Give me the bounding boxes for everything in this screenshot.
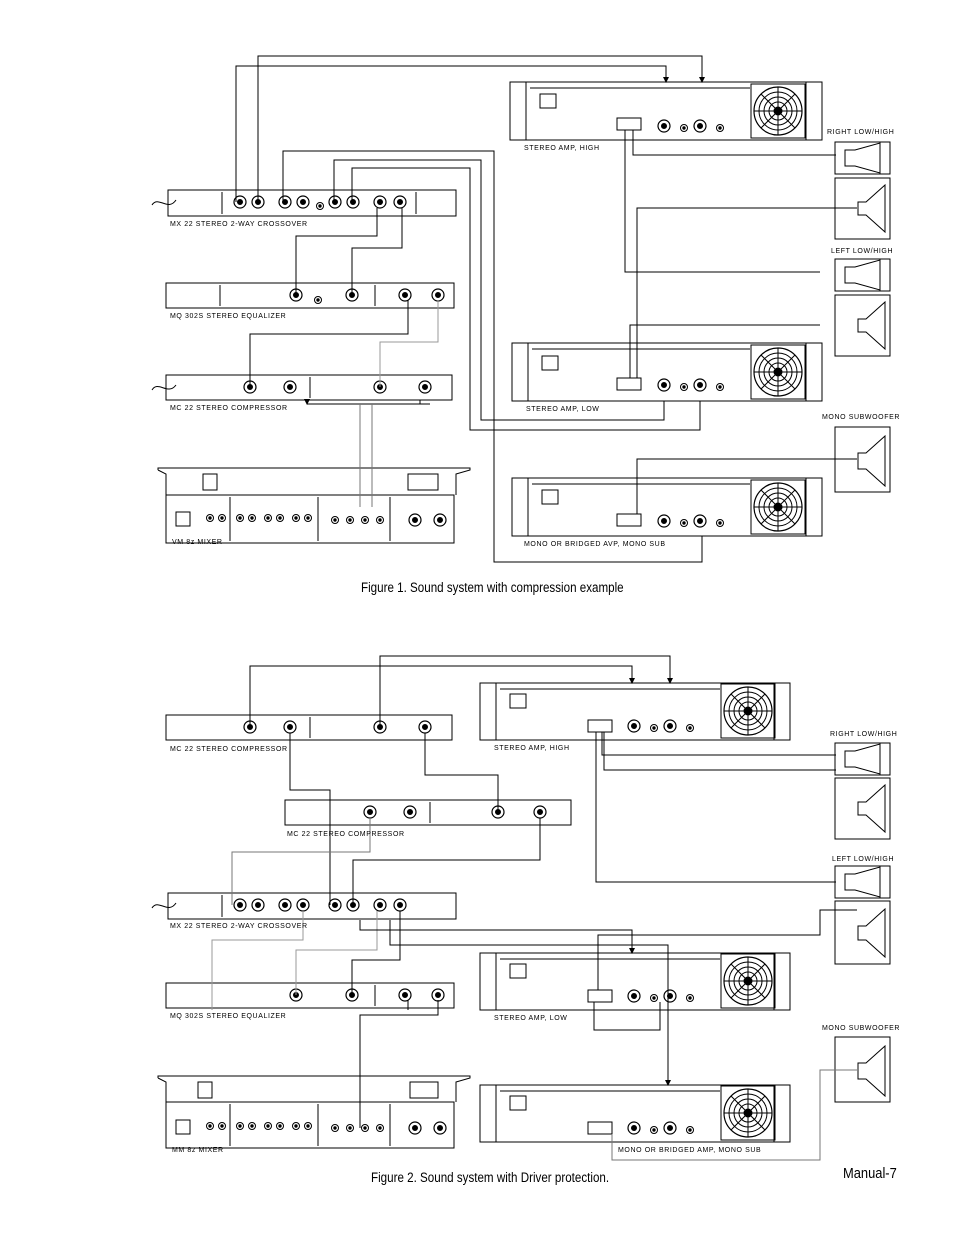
fig1-amp-low-label: STEREO AMP, LOW [526,406,599,413]
figure-1-caption: Figure 1. Sound system with compression … [361,580,624,595]
amp-low-unit [511,342,823,402]
amp2-sub-unit [479,1084,791,1143]
speaker2-right-boxes [834,742,891,840]
crossover-unit [151,189,457,217]
fig2-amp-high-label: STEREO AMP, HIGH [494,745,570,752]
compressor-unit [151,374,453,401]
amp2-high-unit [479,682,791,741]
figure-2-cables [211,655,857,1161]
mixer-unit [157,467,471,544]
fig1-speaker-left-label: LEFT LOW/HIGH [831,248,893,255]
compressor2-unit [284,799,572,826]
page-number: Manual-7 [843,1165,897,1182]
speaker-right-boxes [834,141,891,240]
fig2-equalizer-label: MQ 302S STEREO EQUALIZER [170,1013,286,1020]
fig1-equalizer-label: MQ 302S STEREO EQUALIZER [170,313,286,320]
figure-1-cables [235,55,857,563]
fig1-amp-sub-label: MONO OR BRIDGED AVP, MONO SUB [524,541,666,548]
equalizer2-unit [165,982,455,1009]
mixer2-unit [157,1075,471,1149]
speaker-left-boxes [834,258,891,357]
figure-2-diagram [151,655,891,1161]
fig2-speaker-left-label: LEFT LOW/HIGH [832,856,894,863]
figure-1-diagram [151,55,891,563]
equalizer-unit [165,282,455,309]
amp-sub-unit [511,477,823,537]
fig2-speaker-sub-label: MONO SUBWOOFER [822,1025,900,1032]
fig2-mixer-label: MM 8z MIXER [172,1147,224,1154]
amp-high-unit [509,81,823,141]
fig1-amp-high-label: STEREO AMP, HIGH [524,145,600,152]
fig2-amp-low-label: STEREO AMP, LOW [494,1015,567,1022]
fig2-amp-sub-label: MONO OR BRIDGED AMP, MONO SUB [618,1147,761,1154]
fig1-mixer-label: VM 8z MIXER [172,539,223,546]
fig1-speaker-right-label: RIGHT LOW/HIGH [827,129,894,136]
compressor1-unit [165,714,453,741]
fig1-compressor-label: MC 22 STEREO COMPRESSOR [170,405,288,412]
amp2-low-unit [479,952,791,1011]
fig2-speaker-right-label: RIGHT LOW/HIGH [830,731,897,738]
fig2-compressor1-label: MC 22 STEREO COMPRESSOR [170,746,288,753]
fig2-crossover-label: MX 22 STEREO 2-WAY CROSSOVER [170,923,308,930]
figure-2-caption: Figure 2. Sound system with Driver prote… [371,1170,610,1185]
crossover2-unit [151,892,457,920]
figure-1-labels: MX 22 STEREO 2-WAY CROSSOVER MQ 302S STE… [170,129,900,548]
fig1-crossover-label: MX 22 STEREO 2-WAY CROSSOVER [170,221,308,228]
fig2-compressor2-label: MC 22 STEREO COMPRESSOR [287,831,405,838]
figure-2-labels: MC 22 STEREO COMPRESSOR MC 22 STEREO COM… [170,731,900,1154]
speaker2-left-boxes [834,865,891,965]
fig1-speaker-sub-label: MONO SUBWOOFER [822,414,900,421]
